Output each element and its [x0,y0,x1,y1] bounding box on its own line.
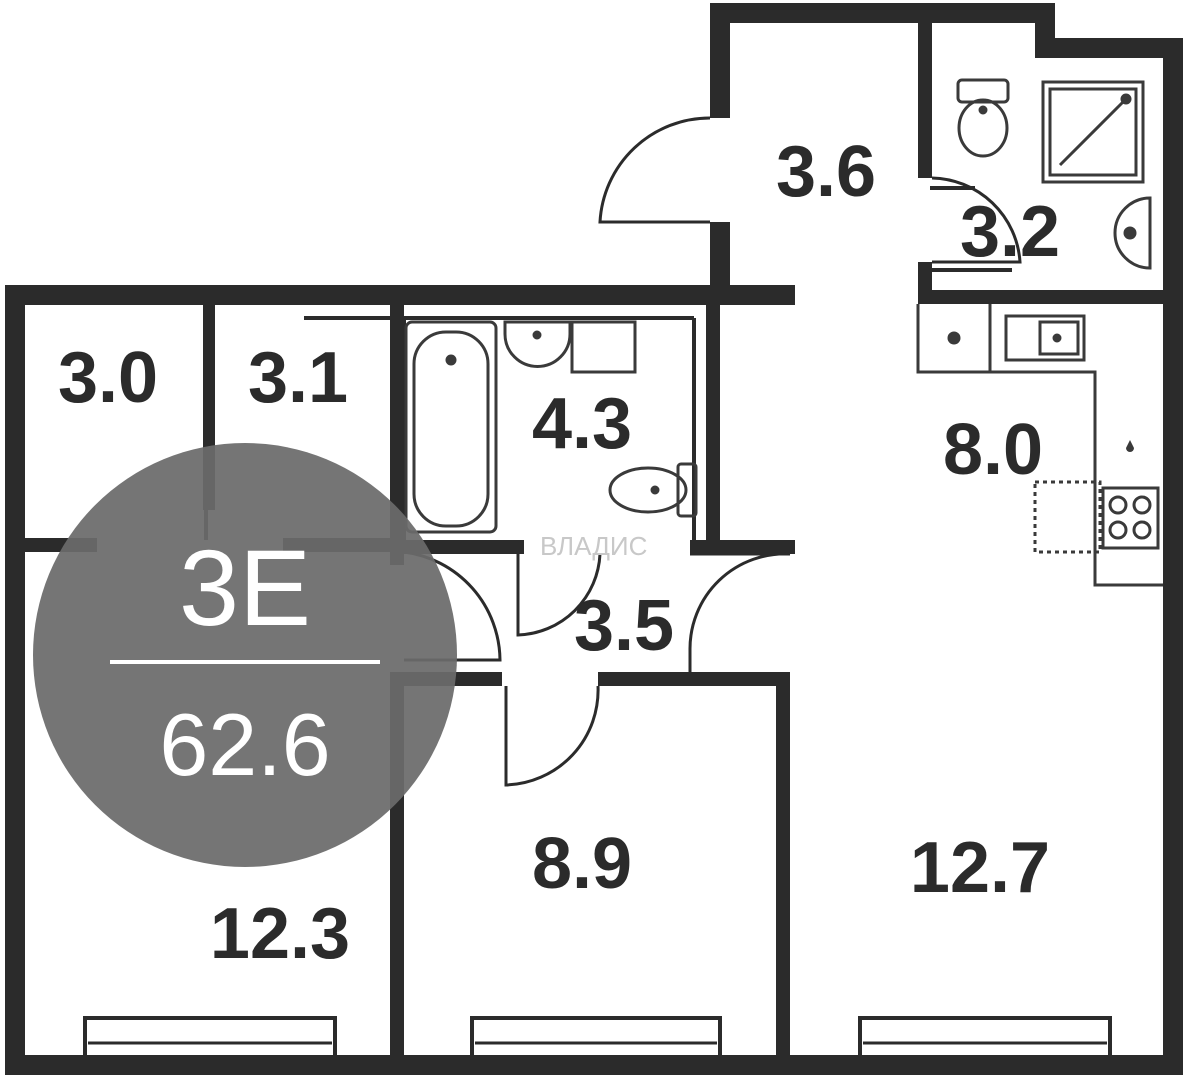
stove-icon [1101,486,1160,550]
bathroom-door [516,553,602,637]
room-area-bedroom: 8.9 [532,824,632,904]
dining-table-outline [1033,480,1102,554]
wall-entry-left-lower [710,222,730,305]
faucet-icon [1126,440,1134,452]
washbasin-icon-shower [1113,196,1152,270]
room-area-kitchen: 8.0 [943,410,1043,490]
wall-top-entry [710,3,1055,23]
bedroom-door [504,685,600,787]
room-area-master-bedroom: 12.3 [210,894,350,974]
wall-shower-bottom [918,290,1163,304]
wall-right-outer [1163,38,1183,1075]
wall-bath-left [390,305,404,565]
wall-entry-left-upper [710,3,730,118]
room-area-entrance-hall: 3.6 [776,132,876,212]
wall-bath-right [706,305,720,545]
room-labels: 3.0 3.1 4.3 3.6 3.2 8.0 3.5 8.9 12.7 12.… [58,132,1060,974]
kitchen-counter [916,304,1163,587]
badge-divider [110,660,380,664]
living-door [688,552,791,672]
washing-machine-icon [570,320,637,374]
bathtub-icon [404,320,498,534]
room-area-bathroom: 4.3 [532,384,632,464]
room-area-shower-room: 3.2 [960,192,1060,272]
toilet-icon-shower [956,78,1010,158]
badge-circle [33,443,457,867]
doors [403,116,1022,787]
wall-bottom-outer [5,1055,1183,1075]
wall-step-top [1035,3,1055,43]
shower-tray-icon [1041,80,1145,184]
room-area-living-room: 12.7 [910,828,1050,908]
wall-corridor-bottom-right [598,672,788,686]
entry-door [598,116,711,224]
wall-mid-right [776,672,790,1055]
wall-top-right [1035,38,1183,58]
apartment-type: 3E [179,527,311,648]
wall-bath-bottom-right [690,540,795,554]
wall-bath-bottom [404,540,524,554]
room-area-storage-2: 3.1 [248,338,348,418]
hob-burner [947,331,961,345]
wall-shower-left-upper [918,23,932,178]
shower-room-fixtures [956,78,1152,270]
total-area: 62.6 [159,695,330,794]
shower-door [931,176,1022,264]
washbasin-icon-bath [503,320,572,368]
toilet-icon-bath [608,462,698,518]
room-area-corridor: 3.5 [574,586,674,666]
sink-icon [1004,314,1086,362]
watermark: ВЛАДИС [540,531,647,561]
room-area-storage-1: 3.0 [58,338,158,418]
bathroom-fixtures [404,320,698,534]
wall-left-outer [5,285,25,1075]
wall-top-left-block [5,285,795,305]
apartment-badge: 3E 62.6 [33,443,457,867]
